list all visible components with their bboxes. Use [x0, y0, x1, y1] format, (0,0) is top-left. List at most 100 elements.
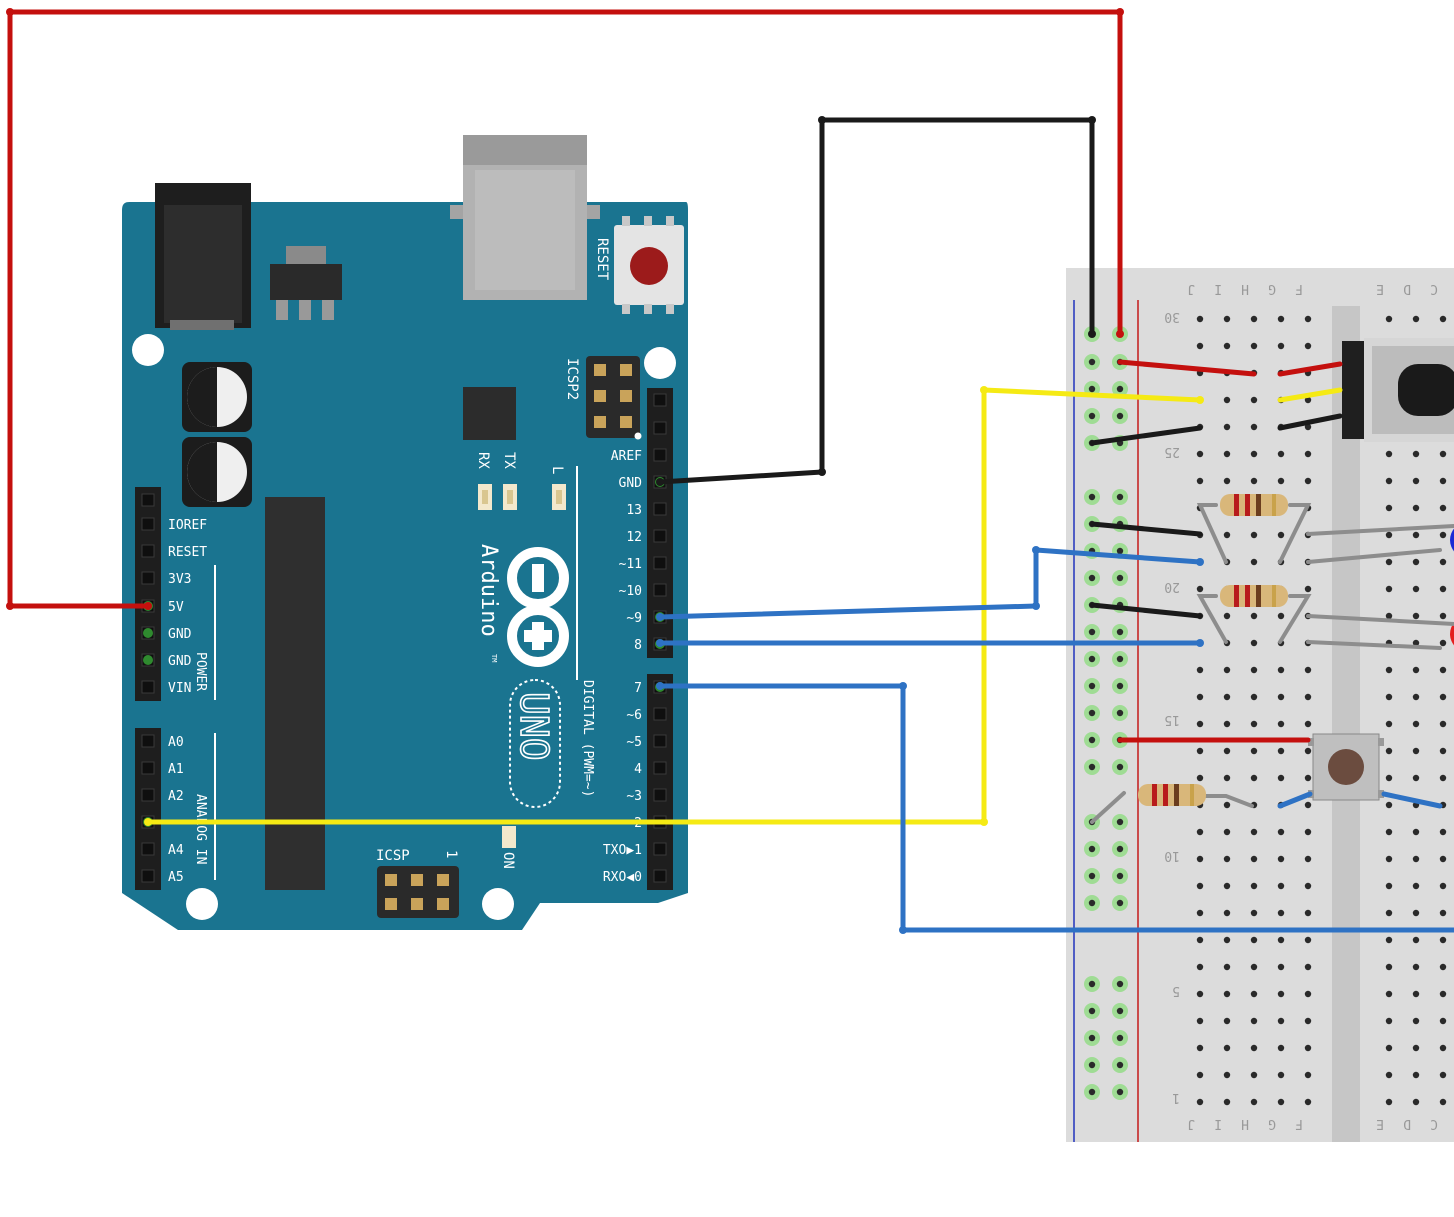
row-number: 1 [1172, 1090, 1180, 1105]
digital-pin-label: ~5 [626, 735, 642, 750]
mount-hole [186, 888, 218, 920]
digital-header-bottom [647, 674, 673, 890]
resistor [1220, 585, 1288, 607]
header-pin [653, 393, 667, 407]
mount-hole [482, 888, 514, 920]
wire-rail-power [1117, 359, 1257, 377]
analog-pin-label: A1 [168, 762, 184, 777]
arduino-brand-label: Arduino [476, 544, 501, 637]
header-pin [141, 571, 155, 585]
icsp-pin1-label: 1 [443, 850, 459, 858]
column-letter: H [1241, 1116, 1249, 1131]
wire-button-left [1277, 791, 1313, 809]
row-number: 5 [1172, 983, 1180, 998]
analog-pin-label: A0 [168, 735, 184, 750]
header-pin [653, 583, 667, 597]
wire-pin7 [657, 683, 1454, 933]
component-leads [1090, 503, 1454, 824]
tx-label: TX [501, 452, 517, 469]
power-pin-label: RESET [168, 545, 207, 560]
digital-pin-label: 12 [626, 530, 642, 545]
row-number: 25 [1164, 444, 1180, 459]
wire-gnd-resistor1 [1089, 521, 1203, 537]
wire-endpoints [6, 8, 1204, 934]
analog-section-label: ANALOG IN [193, 794, 208, 864]
analog-pin-label: A5 [168, 870, 184, 885]
digital-pin-label: TXO▶1 [603, 843, 642, 858]
power-pin-label: GND [168, 627, 192, 642]
analog-pin-label: A2 [168, 789, 184, 804]
column-letter: J [1187, 281, 1195, 296]
column-letter: J [1187, 1116, 1195, 1131]
on-label: ON [500, 852, 516, 869]
l-label: L [549, 466, 565, 474]
reset-label: RESET [594, 238, 610, 281]
potentiometer [1342, 338, 1454, 442]
wire-pot-power [1277, 361, 1343, 377]
row-number: 15 [1164, 712, 1180, 727]
column-letter: I [1214, 1116, 1222, 1131]
digital-pin-label: ~9 [626, 611, 642, 626]
header-pin [653, 842, 667, 856]
header-pin [141, 493, 155, 507]
header-pin [141, 517, 155, 531]
wire-pot-gnd [1277, 413, 1343, 431]
icsp-header [377, 866, 459, 918]
header-pin [141, 842, 155, 856]
uno-label: UNO [512, 692, 556, 761]
arduino-logo [507, 547, 569, 667]
usb-chip [463, 387, 516, 440]
row-number: 20 [1164, 579, 1180, 594]
header-pin [141, 680, 155, 694]
power-pin-label: VIN [168, 681, 191, 696]
column-letter: C [1430, 1116, 1438, 1131]
wire-gnd [657, 117, 1095, 485]
icsp2-label: ICSP2 [564, 358, 580, 400]
power-pin-label: IOREF [168, 518, 207, 533]
wire-pot-signal [1277, 387, 1343, 403]
pushbutton [1308, 733, 1384, 801]
header-pin [653, 788, 667, 802]
header-pin [653, 448, 667, 462]
column-letter: G [1268, 281, 1276, 296]
header-pin [653, 734, 667, 748]
digital-pin-label: AREF [611, 449, 642, 464]
header-pin [653, 556, 667, 570]
column-letter: E [1376, 1116, 1384, 1131]
uno-badge [509, 679, 561, 808]
voltage-regulator [270, 246, 342, 320]
header-pin [653, 502, 667, 516]
column-letter: C [1430, 281, 1438, 296]
header-pin [141, 761, 155, 775]
trademark-label: TM [490, 654, 498, 662]
header-pin [653, 529, 667, 543]
components [1308, 338, 1454, 801]
column-letter: D [1403, 1116, 1411, 1131]
header-pin [653, 869, 667, 883]
header-pin [653, 761, 667, 775]
analog-pin-label: A4 [168, 843, 184, 858]
digital-pin-label: GND [619, 476, 643, 491]
power-pin-label: 5V [168, 600, 184, 615]
digital-pin-label: ~3 [626, 789, 642, 804]
wire-button-right [1381, 791, 1443, 809]
digital-pin-label: RXO◀0 [603, 870, 642, 885]
arduino-uno-board: RESET ICSP2 [122, 135, 688, 930]
capacitor [182, 362, 252, 432]
power-pin-label: 3V3 [168, 572, 191, 587]
header-pin [653, 421, 667, 435]
header-pin [141, 788, 155, 802]
wire-gnd-resistor2 [1089, 602, 1203, 619]
on-led [502, 826, 516, 848]
wire-pin9 [657, 547, 1203, 620]
column-letter: D [1403, 281, 1411, 296]
power-section-label: POWER [193, 652, 208, 691]
row-number: 30 [1164, 309, 1180, 324]
digital-pin-label: 4 [634, 762, 642, 777]
header-pin [141, 734, 155, 748]
column-letter: G [1268, 1116, 1276, 1131]
column-letter: F [1295, 281, 1303, 296]
capacitor [182, 437, 252, 507]
